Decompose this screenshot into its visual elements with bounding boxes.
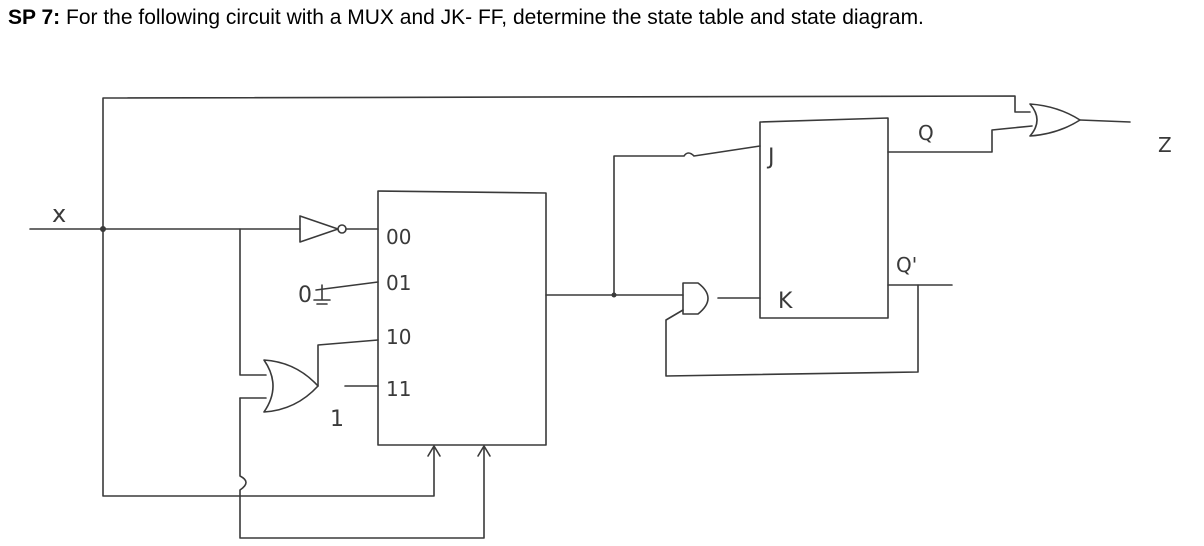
input-x-label: x	[52, 200, 66, 228]
wire-output-z	[1079, 119, 1131, 123]
wire-zero-to-01	[315, 281, 379, 291]
problem-statement: SP 7: For the following circuit with a M…	[8, 4, 1198, 32]
constant-one: 1	[330, 407, 344, 432]
output-z-label: Z	[1158, 133, 1172, 157]
wire-x-to-select-s1	[102, 228, 435, 497]
mux-input-10: 10	[386, 325, 411, 349]
ff-input-j: J	[766, 145, 775, 170]
problem-text: For the following circuit with a MUX and…	[66, 6, 924, 29]
wire-q-prime-to-select-s0	[239, 397, 485, 539]
wire-or-to-10	[317, 339, 379, 387]
select-arrow-0	[477, 445, 491, 457]
constant-zero: 0	[298, 283, 312, 308]
or-gate-mux	[263, 359, 319, 413]
ff-output-q-prime-label: Q'	[896, 253, 917, 277]
wire-x-to-output-or	[102, 95, 1031, 230]
select-arrow-1	[427, 445, 441, 457]
wire-q-to-or	[887, 125, 1033, 153]
and-gate-k	[682, 282, 709, 315]
not-gate-x	[299, 215, 339, 243]
problem-label: SP 7:	[8, 6, 61, 29]
or-gate-output	[1029, 103, 1081, 137]
ground-symbol	[313, 284, 331, 305]
wire-q-prime-to-and	[665, 284, 919, 377]
mux-input-00: 00	[386, 225, 411, 249]
mux-input-01: 01	[386, 271, 411, 295]
mux-box	[377, 190, 547, 446]
wire-mux-to-j	[613, 145, 761, 296]
mux-input-11: 11	[386, 377, 411, 401]
jk-flipflop-box	[759, 117, 889, 319]
ff-input-k: K	[778, 289, 793, 314]
not-gate-bubble	[337, 224, 347, 234]
wire-x-to-or-in1	[239, 228, 267, 376]
ff-output-q-label: Q	[918, 121, 934, 145]
